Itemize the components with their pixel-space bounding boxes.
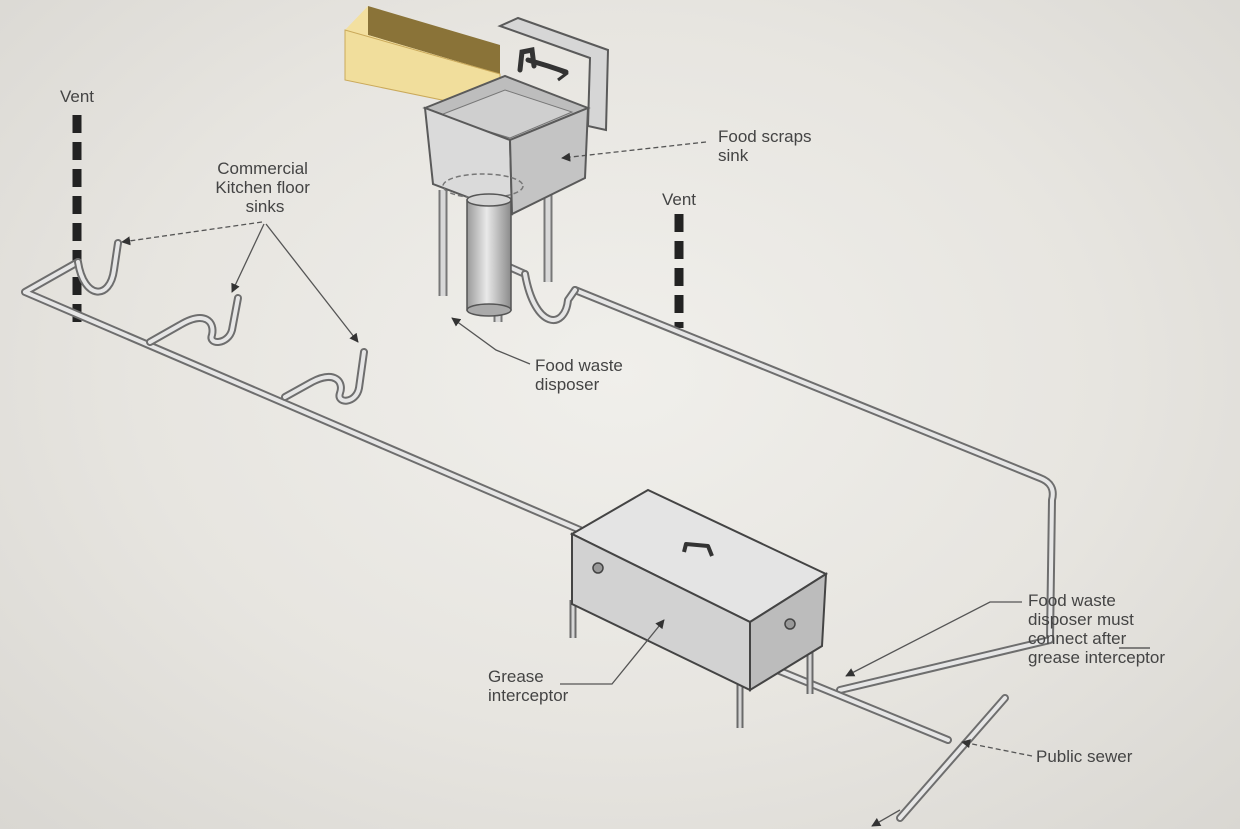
faucet-icon: [517, 47, 569, 82]
leader-disposer-note: [845, 601, 1022, 677]
disposer-trap: [521, 270, 579, 324]
vent-label-right: Vent: [662, 190, 696, 209]
floor-sink-trap-2: [146, 294, 242, 346]
leader-food-waste-disposer: [451, 317, 531, 365]
leader-floor-sink-3: [265, 223, 359, 343]
floor-sinks-label: Commercial Kitchen floor sinks: [215, 159, 314, 216]
sewer-flow-arrow: [871, 809, 901, 827]
leader-floor-sink-2: [231, 223, 265, 293]
public-sewer-pipe: [896, 694, 1009, 822]
vent-label-left: Vent: [60, 87, 94, 106]
food-waste-disposer: [466, 193, 512, 317]
main-drain-pipe: [21, 258, 584, 534]
leader-grease-interceptor: [560, 619, 665, 685]
floor-sink-trap-1: [74, 239, 122, 296]
food-scraps-sink-label: Food scraps sink: [718, 127, 816, 165]
leader-food-scraps-sink: [561, 141, 707, 162]
food-waste-disposer-label: Food waste disposer: [535, 356, 628, 394]
floor-sink-trap-3: [281, 348, 368, 405]
disposer-note-label: Food waste disposer must connect after g…: [1028, 591, 1165, 667]
grease-interceptor-label: Grease interceptor: [488, 667, 569, 705]
counter-top: [344, 6, 501, 113]
leader-floor-sink-1: [121, 221, 263, 246]
outlet-pipe: [766, 663, 952, 744]
public-sewer-label: Public sewer: [1036, 747, 1133, 766]
grease-interceptor: [569, 488, 829, 728]
food-scraps-sink: [422, 16, 610, 322]
leader-public-sewer: [961, 739, 1033, 757]
